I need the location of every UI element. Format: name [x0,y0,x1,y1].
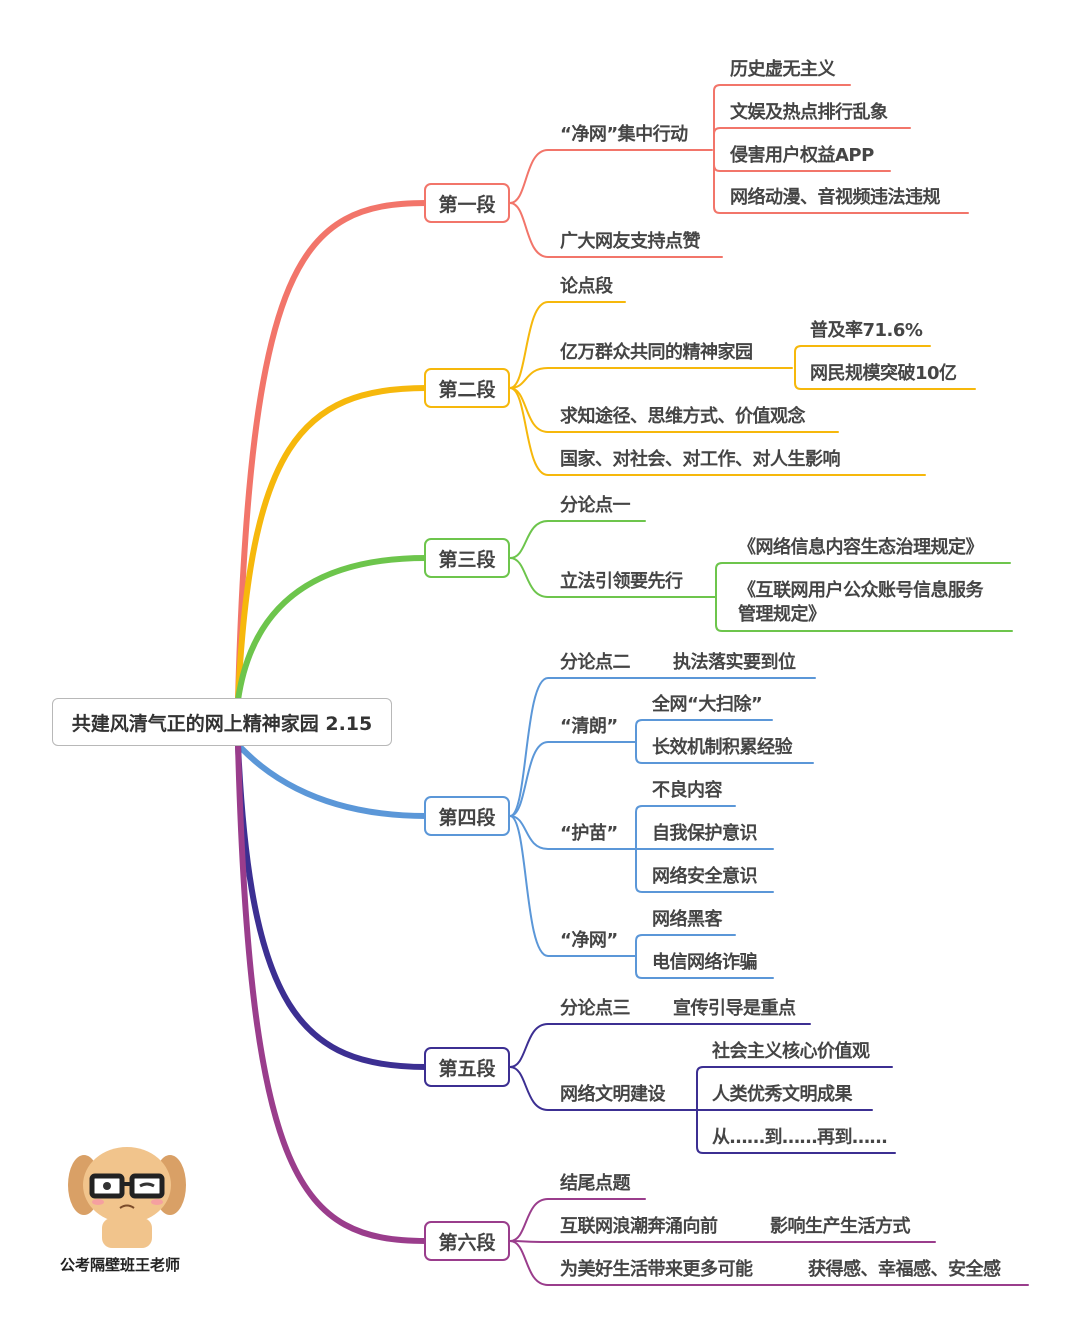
subtopic-node[interactable]: 不良内容 [652,780,723,801]
subtopic-connector [696,1109,896,1154]
child-connector [509,815,636,957]
subtopic-node[interactable]: 网民规模突破10亿 [810,363,957,384]
section-node-6[interactable]: 第六段 [424,1221,510,1261]
topic-node[interactable]: 互联网浪潮奔涌向前 [560,1216,718,1237]
section-node-1[interactable]: 第一段 [424,183,510,223]
subtopic-node[interactable]: 网络黑客 [652,909,723,930]
subtopic-connector [635,955,774,979]
topic-node[interactable]: “清朗” [560,716,618,737]
topic-note[interactable]: 影响生产生活方式 [770,1216,911,1237]
subtopic-node[interactable]: 长效机制积累经验 [652,737,793,758]
subtopic-node[interactable]: 文娱及热点排行乱象 [730,102,888,123]
branch-line-4 [235,742,429,819]
topic-node[interactable]: 亿万群众共同的精神家园 [560,342,753,363]
topic-note[interactable]: 执法落实要到位 [673,652,796,673]
child-connector [509,815,636,850]
root-node[interactable]: 共建风清气正的网上精神家园 2.15 [52,698,392,746]
topic-node[interactable]: “净网”集中行动 [560,124,688,145]
branch-line-6 [235,742,429,1244]
subtopic-node[interactable]: 网络安全意识 [652,866,758,887]
subtopic-node[interactable]: 社会主义核心价值观 [712,1041,870,1062]
subtopic-connector [635,805,736,850]
topic-node[interactable]: “护苗” [560,823,618,844]
subtopic-connector [635,848,774,893]
child-connector [509,741,636,817]
subtopic-connector [794,367,976,390]
branch-line-1 [235,200,429,703]
section-node-2[interactable]: 第二段 [424,368,510,408]
subtopic-node[interactable]: 侵害用户权益APP [730,145,874,166]
topic-note[interactable]: 宣传引导是重点 [673,998,796,1019]
subtopic-node[interactable]: 网络动漫、音视频违法违规 [730,187,941,208]
child-connector [509,202,723,258]
topic-node[interactable]: “净网” [560,930,618,951]
subtopic-connector [715,562,1011,598]
subtopic-node[interactable]: 电信网络诈骗 [652,952,758,973]
topic-node[interactable]: 分论点三 [560,998,631,1019]
child-connector [509,387,926,476]
subtopic-node[interactable]: 历史虚无主义 [730,59,836,80]
subtopic-node[interactable]: 《网络信息内容生态治理规定》 [738,537,984,558]
subtopic-node[interactable]: 自我保护意识 [652,823,758,844]
child-connector [509,301,626,389]
mascot-dog-image [68,1147,186,1248]
child-connector [509,149,713,204]
subtopic-connector [715,596,1013,632]
child-connector [509,1240,936,1243]
subtopic-node[interactable]: 人类优秀文明成果 [712,1084,853,1105]
subtopic-node[interactable]: 全网“大扫除” [652,694,763,715]
child-connector [509,1023,811,1068]
topic-node[interactable]: 为美好生活带来更多可能 [560,1259,753,1280]
section-node-5[interactable]: 第五段 [424,1047,510,1087]
topic-node[interactable]: 广大网友支持点赞 [560,231,701,252]
topic-node[interactable]: 分论点二 [560,652,631,673]
child-connector [509,367,793,389]
subtopic-connector [713,149,969,214]
topic-note[interactable]: 获得感、幸福感、安全感 [808,1259,1001,1280]
topic-node[interactable]: 分论点一 [560,495,631,516]
branch-line-2 [235,385,429,703]
subtopic-connector [635,741,814,764]
branch-line-3 [235,555,429,703]
child-connector [509,1240,1029,1286]
child-connector [509,520,646,559]
topic-node[interactable]: 国家、对社会、对工作、对人生影响 [560,449,841,470]
subtopic-connector [713,127,911,151]
topic-node[interactable]: 结尾点题 [560,1173,631,1194]
subtopic-connector [794,345,931,369]
subtopic-connector [635,719,773,743]
child-connector [509,1198,646,1242]
child-connector [509,1066,698,1111]
topic-node[interactable]: 论点段 [560,276,613,297]
topic-node[interactable]: 立法引领要先行 [560,571,683,592]
watermark-caption: 公考隔壁班王老师 [60,1256,181,1274]
topic-node[interactable]: 求知途径、思维方式、价值观念 [560,406,806,427]
child-connector [509,557,716,598]
subtopic-node[interactable]: 《互联网用户公众账号信息服务 管理规定》 [738,580,984,625]
section-node-3[interactable]: 第三段 [424,538,510,578]
subtopic-connector [635,934,736,957]
section-node-4[interactable]: 第四段 [424,796,510,836]
subtopic-node[interactable]: 从……到……再到…… [712,1127,888,1148]
child-connector [509,677,816,817]
subtopic-connector [713,84,851,151]
subtopic-connector [696,1066,893,1111]
branch-line-5 [235,742,429,1070]
subtopic-node[interactable]: 普及率71.6% [810,320,923,341]
topic-node[interactable]: 网络文明建设 [560,1084,666,1105]
